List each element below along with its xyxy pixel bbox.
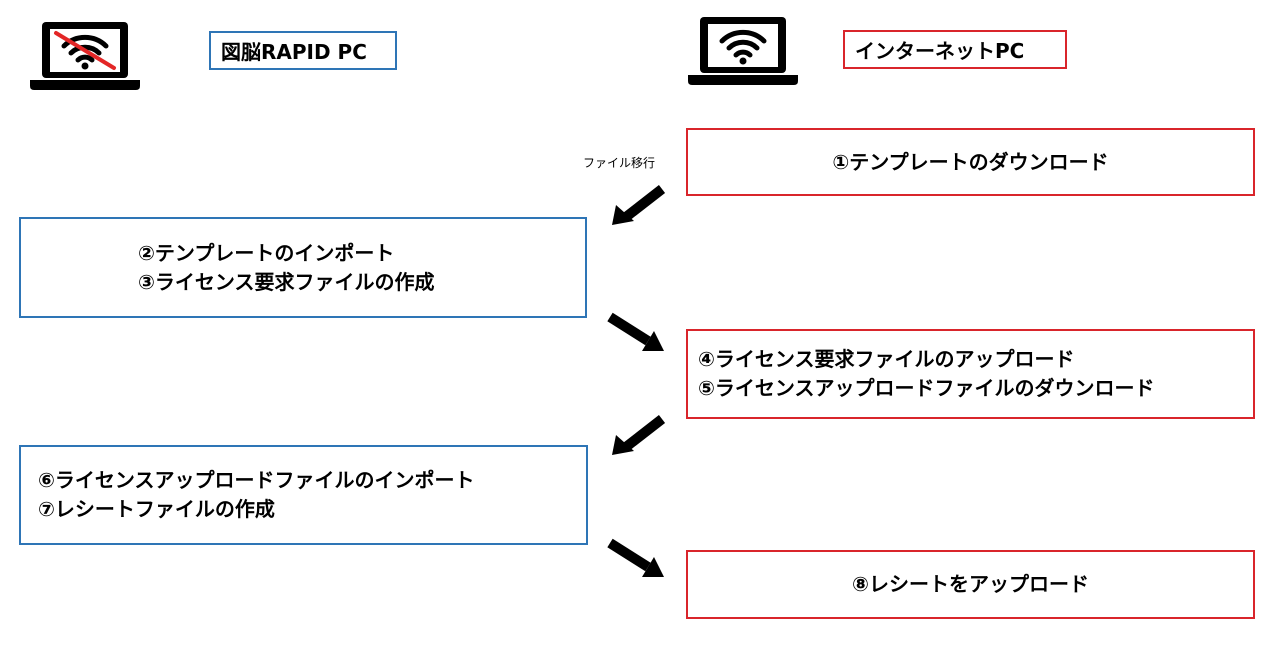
step-8-text: ⑧レシートをアップロード [852,572,1089,596]
arrow-down-right-icon [607,538,664,577]
online-pc-label: インターネットPC [843,30,1067,69]
laptop-wifi-off-icon [30,22,140,90]
step-6-7-box: ⑥ライセンスアップロードファイルのインポート ⑦レシートファイルの作成 [19,445,588,545]
step-6-text: ⑥ライセンスアップロードファイルのインポート [38,468,475,492]
arrow-down-left-icon [612,415,666,455]
offline-pc-label: 図脳RAPID PC [209,31,397,70]
online-pc-label-text: インターネットPC [855,39,1025,63]
step-1-text: ①テンプレートのダウンロード [832,149,1109,174]
step-4-text: ④ライセンス要求ファイルのアップロード [698,347,1075,371]
step-7-text: ⑦レシートファイルの作成 [38,497,275,521]
step-8-box: ⑧レシートをアップロード [686,550,1255,619]
step-2-3-box: ②テンプレートのインポート ③ライセンス要求ファイルの作成 [19,217,587,318]
step-1-box: ①テンプレートのダウンロード [686,128,1255,196]
transfer-caption: ファイル移行 [583,156,656,170]
arrow-down-left-icon [612,185,666,225]
step-4-5-box: ④ライセンス要求ファイルのアップロード ⑤ライセンスアップロードファイルのダウン… [686,329,1255,419]
offline-pc-label-text: 図脳RAPID PC [221,40,367,64]
step-3-text: ③ライセンス要求ファイルの作成 [138,269,435,294]
laptop-wifi-icon [688,17,798,85]
step-5-text: ⑤ライセンスアップロードファイルのダウンロード [698,376,1155,400]
step-2-text: ②テンプレートのインポート [138,240,395,265]
arrow-down-right-icon [607,312,664,351]
